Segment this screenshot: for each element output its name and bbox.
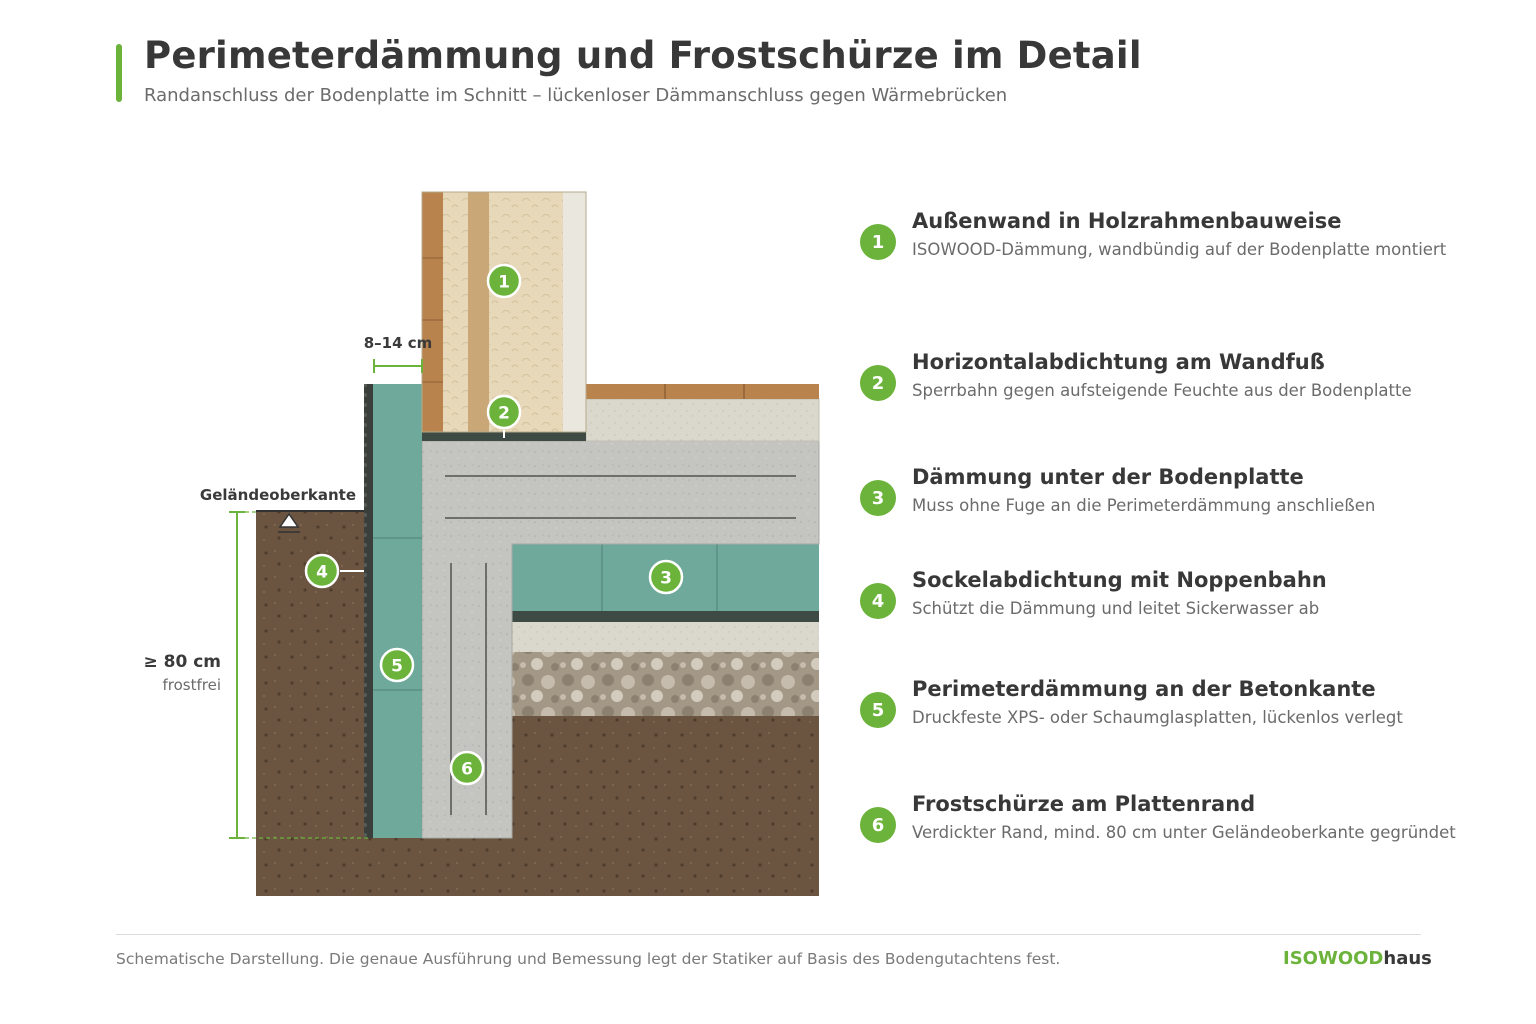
wall-dimension	[373, 359, 423, 373]
marker-2: 2	[486, 394, 522, 430]
legend-badge: 1	[860, 224, 896, 260]
gravel-layer	[512, 652, 819, 716]
page-title: Perimeterdämmung und Frostschürze im Det…	[144, 34, 1142, 77]
title-accent-bar	[116, 44, 122, 102]
marker-1: 1	[486, 263, 522, 299]
perimeter-insulation	[373, 384, 422, 838]
marker-6: 6	[449, 750, 485, 786]
brand-logo-part-b: haus	[1383, 948, 1432, 969]
svg-text:3: 3	[660, 569, 672, 589]
legend-item-5: 5 Perimeterdämmung an der Betonkante Dru…	[858, 677, 1518, 752]
brand-logo-part-a: ISOWOOD	[1283, 948, 1384, 969]
ground-level-icon	[278, 512, 300, 533]
floor-finish	[586, 384, 819, 399]
svg-text:6: 6	[461, 760, 473, 780]
svg-text:1: 1	[498, 273, 510, 293]
wall-dimension-label: 8–14 cm	[364, 334, 433, 352]
page-subtitle: Randanschluss der Bodenplatte im Schnitt…	[144, 85, 1008, 106]
frost-depth-value: ≥ 80 cm	[143, 652, 221, 672]
underslab-membrane	[512, 611, 819, 622]
legend-item-3: 3 Dämmung unter der Bodenplatte Muss ohn…	[858, 465, 1518, 540]
dimpled-membrane	[364, 384, 373, 838]
ground-level-label: Geländeoberkante	[200, 486, 356, 504]
legend-title: Dämmung unter der Bodenplatte	[912, 465, 1304, 489]
legend-description: Druckfeste XPS- oder Schaumglasplatten, …	[912, 708, 1403, 727]
legend-title: Sockelabdichtung mit Noppenbahn	[912, 568, 1327, 592]
frost-depth-dimension	[229, 511, 370, 839]
legend-badge: 2	[860, 365, 896, 401]
frost-depth-label: frostfrei	[162, 676, 221, 694]
legend-description: Verdickter Rand, mind. 80 cm unter Gelän…	[912, 823, 1456, 842]
marker-5: 5	[379, 647, 415, 683]
legend-description: ISOWOOD-Dämmung, wandbündig auf der Bode…	[912, 240, 1447, 259]
timber-frame-wall	[421, 191, 587, 433]
floor-screed	[585, 398, 820, 442]
legend-badge: 6	[860, 807, 896, 843]
legend-item-2: 2 Horizontalabdichtung am Wandfuß Sperrb…	[858, 350, 1518, 425]
footer-divider	[116, 934, 1421, 935]
brand-logo: ISOWOODhaus	[1283, 948, 1432, 969]
legend-description: Schützt die Dämmung und leitet Sickerwas…	[912, 599, 1320, 618]
legend-description: Muss ohne Fuge an die Perimeterdämmung a…	[912, 496, 1376, 515]
legend-badge: 5	[860, 692, 896, 728]
legend-title: Horizontalabdichtung am Wandfuß	[912, 350, 1325, 374]
svg-text:2: 2	[498, 404, 510, 424]
blinding-layer	[512, 622, 819, 652]
legend-badge: 4	[860, 583, 896, 619]
legend-description: Sperrbahn gegen aufsteigende Feuchte aus…	[912, 381, 1412, 400]
soil-layer	[256, 512, 819, 896]
footer-note: Schematische Darstellung. Die genaue Aus…	[116, 950, 1061, 968]
legend-item-4: 4 Sockelabdichtung mit Noppenbahn Schütz…	[858, 568, 1518, 643]
svg-text:5: 5	[391, 657, 403, 677]
legend-item-1: 1 Außenwand in Holzrahmenbauweise ISOWOO…	[858, 209, 1518, 284]
marker-4: 4	[304, 553, 340, 589]
legend-badge: 3	[860, 480, 896, 516]
svg-text:4: 4	[316, 563, 328, 583]
legend-title: Frostschürze am Plattenrand	[912, 792, 1256, 816]
legend-title: Außenwand in Holzrahmenbauweise	[912, 209, 1342, 233]
legend-title: Perimeterdämmung an der Betonkante	[912, 677, 1376, 701]
marker-3: 3	[648, 559, 684, 595]
legend-item-6: 6 Frostschürze am Plattenrand Verdickter…	[858, 792, 1518, 867]
